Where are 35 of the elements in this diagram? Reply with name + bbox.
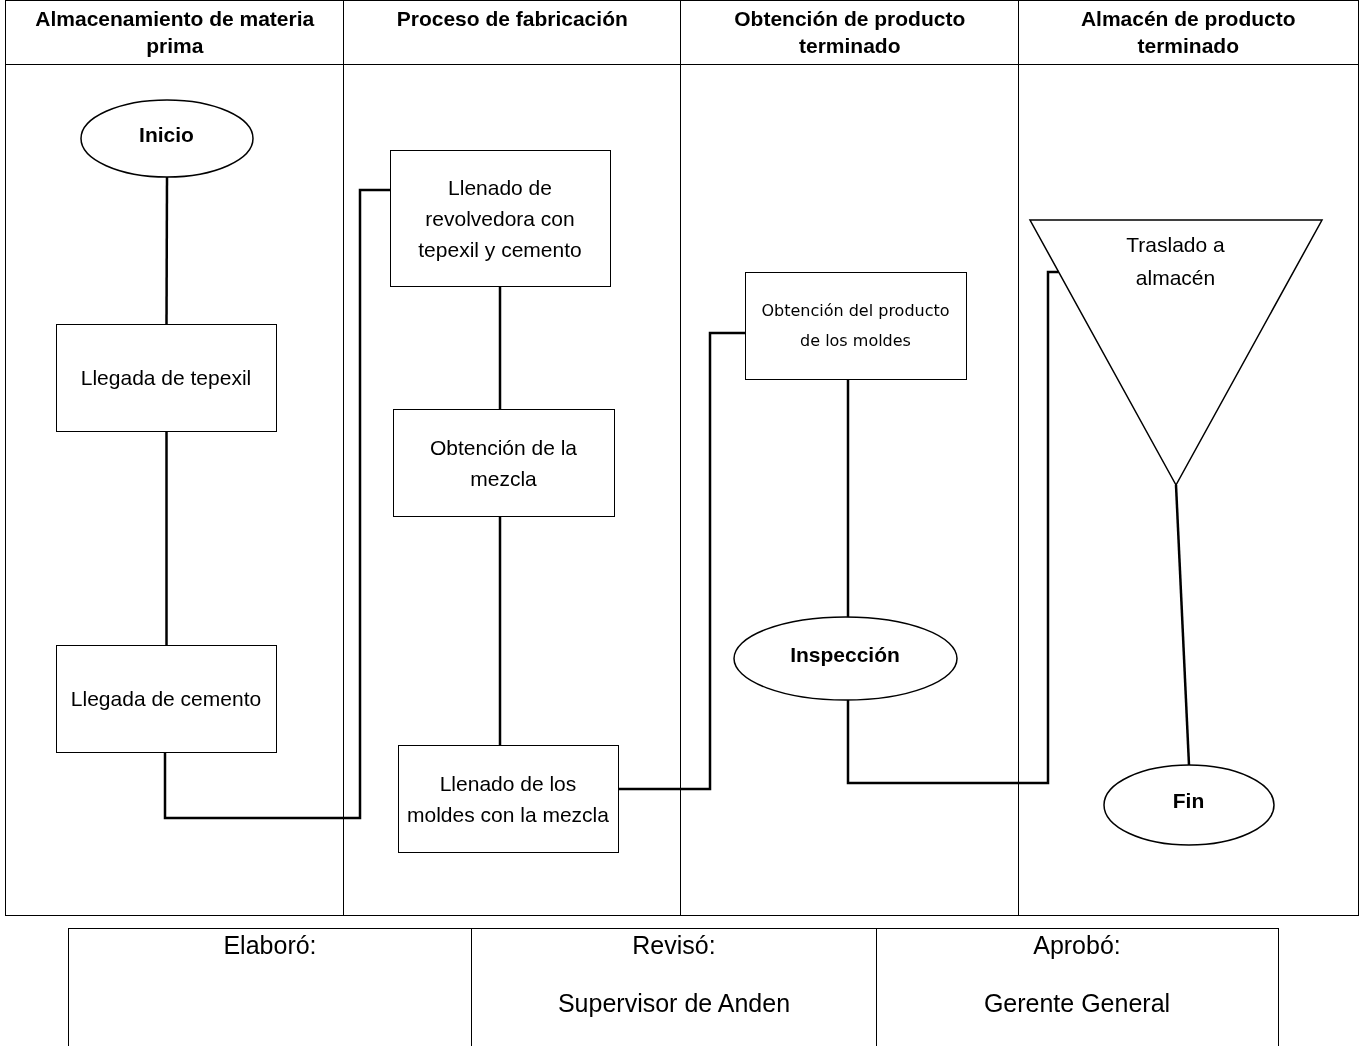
step-text: Inspección [789,641,901,668]
process-box [744,271,967,380]
connector-line [619,331,745,791]
connector-line [846,380,850,617]
signature-role-label: Aprobó: [1033,931,1121,960]
process-box [55,323,277,432]
signature-role-label: Revisó: [632,931,716,960]
connector-line [498,517,502,745]
step-text: Fin [1171,788,1206,814]
swimlane [5,0,345,916]
connector-line [498,287,502,409]
process-box [392,408,615,517]
signature-role-label: Elaboró: [223,931,317,960]
step-text: Llegada de cemento [69,686,263,712]
process-box [55,644,277,753]
step-text: Llenado de revolvedora con tepexil y cemento [417,174,583,263]
swimlane [1018,0,1359,916]
process-box [397,744,619,853]
process-box [389,149,611,287]
step-text: Traslado a almacén [1125,231,1226,291]
swimlane [343,0,682,916]
step-text: Llegada de tepexil [79,365,253,391]
step-text: Inicio [138,121,195,148]
swimlane [680,0,1020,916]
connector-line [846,270,1059,785]
step-text: Obtención del producto de los moldes [760,299,951,352]
connector-line [163,188,390,820]
step-text: Obtención de la mezcla [428,434,579,492]
connector-line [165,432,168,645]
step-text: Llenado de los moldes con la mezcla [406,770,610,828]
signature-name: Supervisor de Anden [557,989,791,1018]
connector-line [1174,484,1191,766]
signature-name: Gerente General [983,989,1171,1018]
connector-line [165,177,169,324]
lane-header: Almacén de producto terminado [1019,1,1358,65]
